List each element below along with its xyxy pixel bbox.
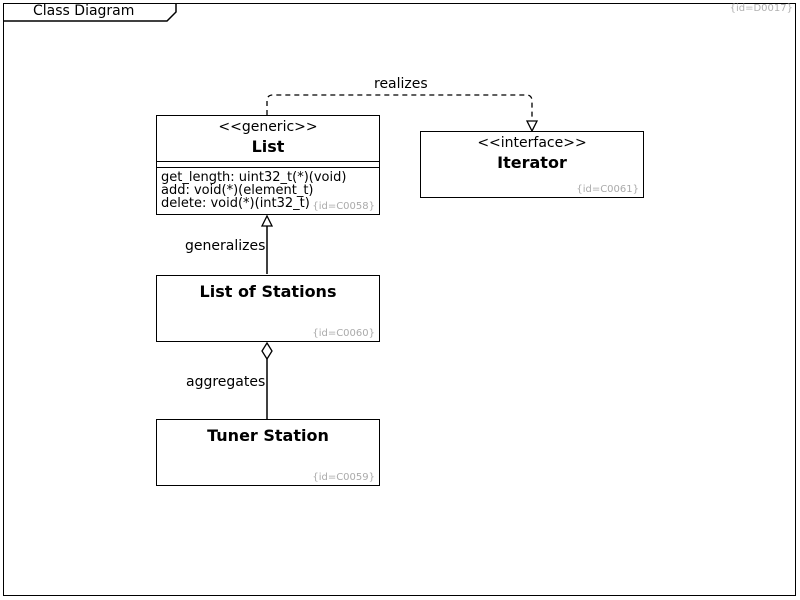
aggregates-label: aggregates (186, 374, 266, 390)
class-list-of-stations-id: {id=C0060} (312, 328, 375, 339)
class-tuner-station-id: {id=C0059} (312, 472, 375, 483)
class-tuner-station[interactable]: Tuner Station {id=C0059} (156, 419, 380, 486)
operation-delete: delete: void(*)(int32_t) (161, 196, 310, 211)
frame-title: Class Diagram (33, 3, 135, 19)
attributes-divider (157, 161, 379, 162)
class-list-stereotype: <<generic>> (218, 119, 318, 135)
class-list-name: List (251, 137, 285, 156)
generalizes-arrowhead (260, 214, 274, 227)
class-tuner-station-name: Tuner Station (207, 426, 329, 445)
generalizes-label: generalizes (185, 238, 266, 254)
realizes-connector (266, 94, 533, 122)
frame-id: {id=D0017} (729, 3, 793, 14)
class-list-of-stations[interactable]: List of Stations {id=C0060} (156, 275, 380, 342)
class-list-of-stations-name: List of Stations (199, 282, 337, 301)
realizes-arrowhead (525, 120, 539, 133)
realizes-label: realizes (374, 76, 428, 92)
class-iterator-id: {id=C0061} (576, 184, 639, 195)
operation-get-length: get_length: uint32_t(*)(void) (161, 170, 347, 185)
class-list-operations: get_length: uint32_t(*)(void) add: void(… (161, 171, 346, 210)
operations-divider (157, 167, 379, 168)
operation-add: add: void(*)(element_t) (161, 183, 314, 198)
class-iterator-stereotype: <<interface>> (477, 135, 587, 151)
frame-title-tab (3, 3, 177, 22)
diagram-frame (3, 3, 796, 596)
class-iterator-name: Iterator (497, 153, 567, 172)
aggregation-diamond (261, 341, 273, 361)
class-list[interactable]: <<generic>> List get_length: uint32_t(*)… (156, 115, 380, 215)
class-list-id: {id=C0058} (312, 201, 375, 212)
class-iterator[interactable]: <<interface>> Iterator {id=C0061} (420, 131, 644, 198)
